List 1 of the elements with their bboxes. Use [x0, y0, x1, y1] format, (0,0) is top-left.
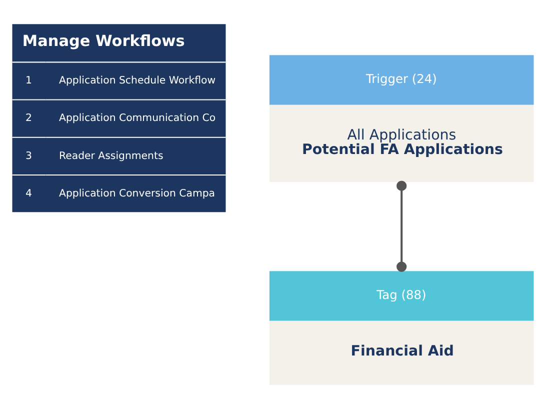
connector: [396, 180, 407, 272]
